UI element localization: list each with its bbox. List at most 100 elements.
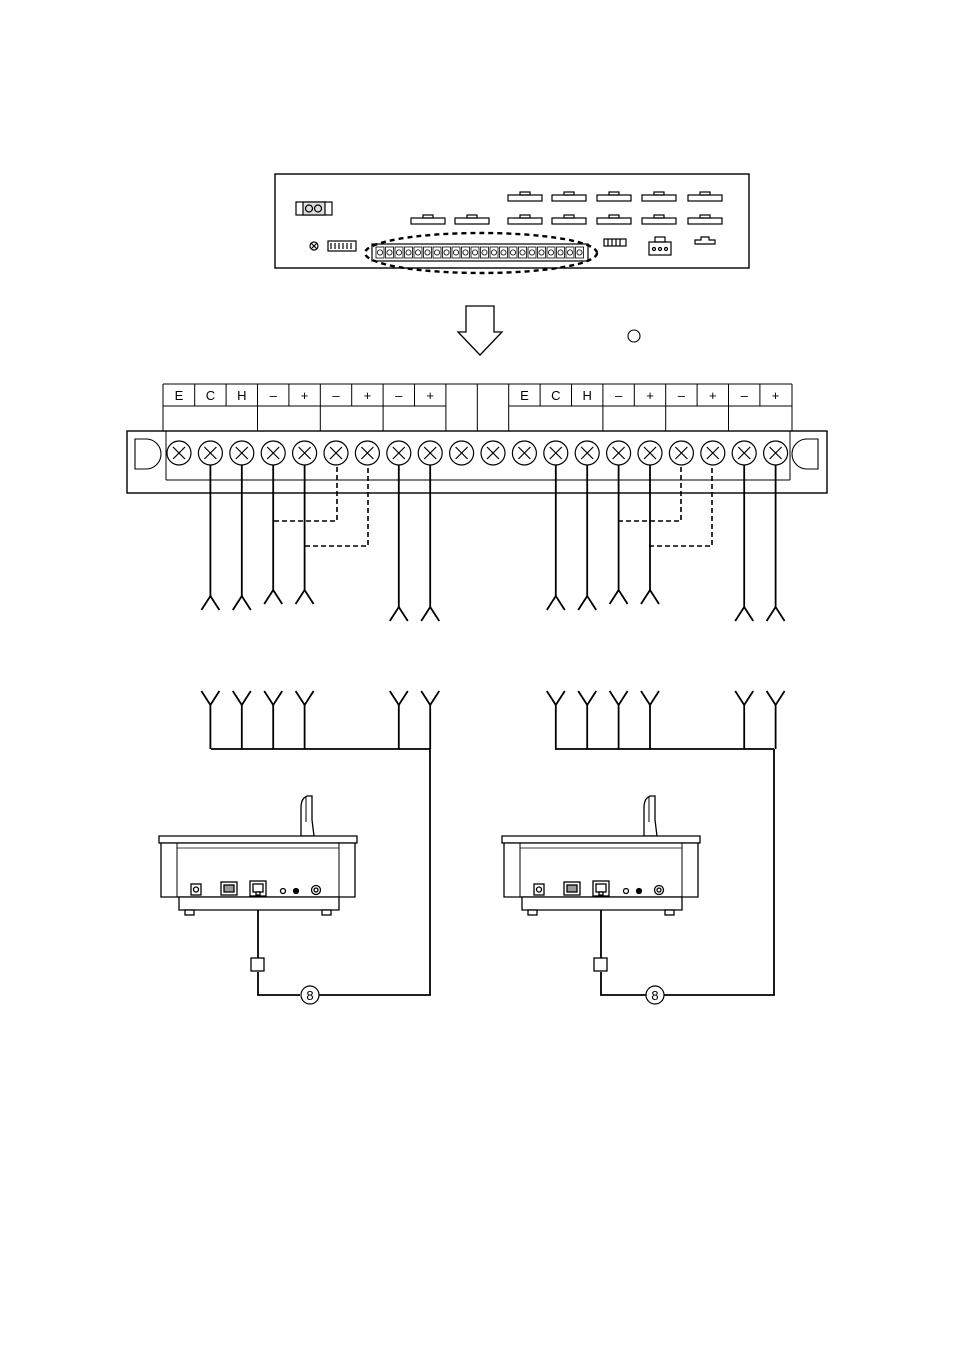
terminal-label: + (426, 388, 434, 403)
mini-terminal-screw (501, 250, 506, 255)
screw-terminal-icon (669, 441, 693, 465)
mini-terminal-screw (482, 250, 487, 255)
screw-terminal-icon (230, 441, 254, 465)
crimp-splice-icon (641, 590, 659, 604)
button-icon (637, 889, 642, 894)
power-terminal (296, 202, 332, 215)
screw-terminal-icon (418, 441, 442, 465)
ground-screw-icon (310, 242, 318, 250)
screw-terminal-icon (607, 441, 631, 465)
mini-terminal-screw (434, 250, 439, 255)
dip-connector (604, 239, 626, 246)
crimp-splice-icon (421, 607, 439, 621)
crimp-splice-icon (735, 691, 753, 705)
plug-box-right (594, 958, 607, 971)
cable-tag-right-text: 8 (651, 988, 658, 1003)
screw-terminal-icon (638, 441, 662, 465)
terminal-label: – (332, 388, 340, 403)
microphone-console-right (502, 796, 700, 915)
terminal-block (127, 431, 827, 493)
terminal-label: E (520, 388, 529, 403)
knob-icon (312, 886, 321, 895)
usb-port-icon (564, 882, 580, 895)
connector-row-2 (411, 215, 722, 224)
mini-terminal-screw (453, 250, 458, 255)
crimp-splice-icon (233, 596, 251, 610)
crimp-splice-icon (547, 691, 565, 705)
mini-terminal-screw (577, 250, 582, 255)
mini-terminal-screw (567, 250, 572, 255)
mini-terminal-screw (520, 250, 525, 255)
crimp-splice-icon (264, 691, 282, 705)
crimp-splice-icon (610, 590, 628, 604)
crimp-splice-icon (735, 607, 753, 621)
screw-terminal-icon (512, 441, 536, 465)
crimp-splice-icon (578, 596, 596, 610)
terminal-label: – (395, 388, 403, 403)
screw-terminal-icon (544, 441, 568, 465)
crimp-splice-icon (610, 691, 628, 705)
screw-terminal-icon (261, 441, 285, 465)
crimp-splice-icon (421, 691, 439, 705)
screw-terminal-icon (764, 441, 788, 465)
highlight-ellipse (365, 233, 597, 273)
terminal-label: + (709, 388, 717, 403)
screw-terminal-icon (167, 441, 191, 465)
modular-jack-icon (250, 881, 266, 896)
unit-rear-panel (275, 174, 749, 273)
mini-terminal-screw (472, 250, 477, 255)
screw-terminal-icon (387, 441, 411, 465)
microphone-icon (301, 796, 314, 836)
microphone-console-left (159, 796, 357, 915)
panel-terminal-strip (372, 244, 588, 261)
mini-terminal-screw (529, 250, 534, 255)
crimp-splice-icon (390, 607, 408, 621)
terminal-label: C (551, 388, 560, 403)
dc-jack-icon (191, 884, 201, 895)
crimp-splice-icon (767, 607, 785, 621)
button-icon (294, 889, 299, 894)
terminal-screws (167, 441, 788, 465)
led-icon (281, 889, 286, 894)
cable-tag-left-text: 8 (306, 988, 313, 1003)
mini-terminal-screw (558, 250, 563, 255)
mini-terminal-screw (510, 250, 515, 255)
screw-terminal-icon (481, 441, 505, 465)
lower-wire-drops (201, 691, 784, 749)
jumper-links (274, 467, 712, 546)
knob-icon (655, 886, 664, 895)
crimp-splice-icon (767, 691, 785, 705)
usb-port-icon (221, 882, 237, 895)
dc-jack-icon (534, 884, 544, 895)
mini-terminal-screw (387, 250, 392, 255)
modular-jack-icon (593, 881, 609, 896)
screw-terminal-icon (450, 441, 474, 465)
wires (201, 465, 784, 621)
screw-terminal-icon (198, 441, 222, 465)
terminal-label: + (772, 388, 780, 403)
crimp-splice-icon (201, 691, 219, 705)
screw-terminal-icon (355, 441, 379, 465)
mini-terminal-screw (548, 250, 553, 255)
screw-terminal-icon (324, 441, 348, 465)
cable-clamp-icon (695, 237, 715, 244)
mini-terminal-screw (539, 250, 544, 255)
terminal-label: + (301, 388, 309, 403)
terminal-label: + (646, 388, 654, 403)
terminal-label: + (364, 388, 372, 403)
terminal-label: – (741, 388, 749, 403)
screw-terminal-icon (575, 441, 599, 465)
terminal-label: C (206, 388, 215, 403)
mini-terminal-screw (396, 250, 401, 255)
screw-terminal-icon (701, 441, 725, 465)
microphone-icon (644, 796, 657, 836)
small-circle-mark (628, 330, 640, 342)
mini-terminal-screw (406, 250, 411, 255)
crimp-splice-icon (578, 691, 596, 705)
mini-terminal-screw (491, 250, 496, 255)
terminal-label: E (175, 388, 184, 403)
crimp-splice-icon (233, 691, 251, 705)
down-arrow-icon (458, 306, 502, 355)
terminal-label: – (678, 388, 686, 403)
three-pin-connector (649, 237, 671, 255)
